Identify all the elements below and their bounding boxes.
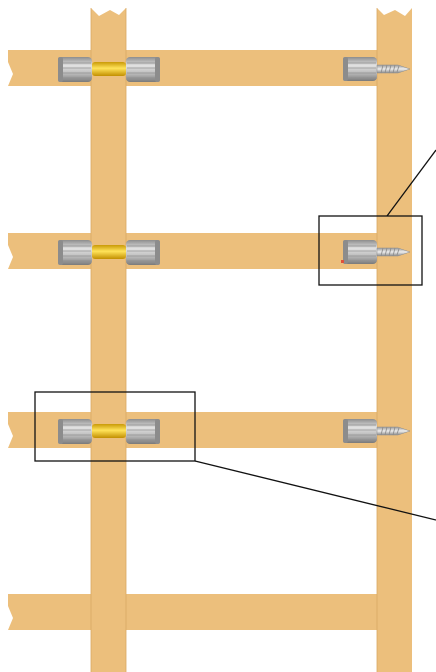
bolt-head-right: [126, 57, 160, 82]
bolt-head-right: [126, 240, 160, 265]
screw-head: [343, 419, 377, 443]
leader-line-left: [194, 460, 436, 521]
posts: [90, 8, 412, 672]
through-connection-2: [58, 240, 160, 265]
through-connection-1: [58, 57, 160, 82]
connector-rod: [92, 424, 126, 438]
small-red-mark: [341, 260, 344, 263]
connector-rod: [92, 245, 126, 259]
callout-frame-right: [318, 215, 423, 286]
end-screw-3: [343, 419, 411, 443]
bolt-head-left: [58, 419, 92, 444]
bolt-head-left: [58, 240, 92, 265]
bolt-head-left: [58, 57, 92, 82]
rails: [8, 50, 377, 630]
screw-head: [343, 57, 377, 81]
detail-callout-left: [34, 391, 436, 521]
right-post: [377, 8, 412, 672]
rail-4: [8, 594, 377, 630]
bolt-head-right: [126, 419, 160, 444]
detail-callout-right: [318, 149, 436, 286]
leader-line-right: [386, 149, 436, 217]
callout-frame-left: [34, 391, 196, 462]
left-post: [91, 8, 126, 672]
through-connection-3: [58, 419, 160, 444]
screw-head: [343, 240, 377, 264]
end-screw-1: [343, 57, 411, 81]
end-screw-2: [341, 240, 411, 264]
connector-rod: [92, 62, 126, 76]
